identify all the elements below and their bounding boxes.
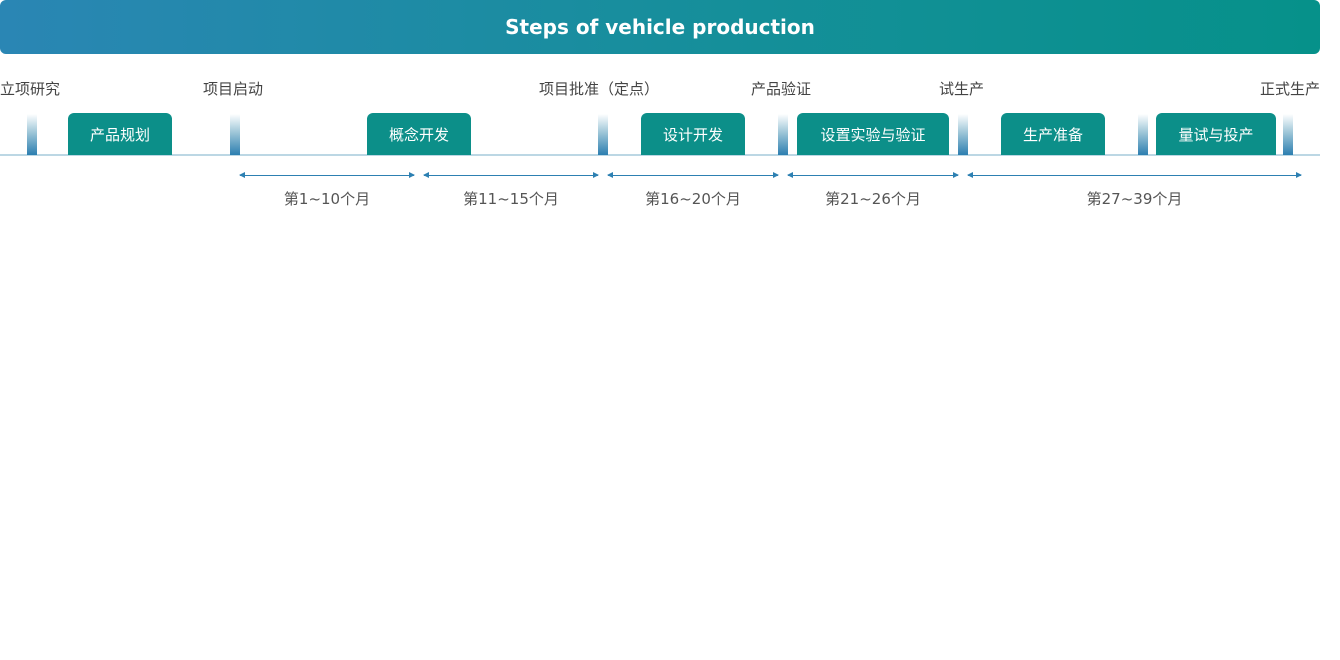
duration-label: 第11~15个月 [463,190,559,208]
milestone-label: 项目启动 [203,80,264,98]
duration-arrow [607,172,779,178]
duration-arrow [787,172,959,178]
milestone-label: 试生产 [939,80,985,98]
milestone-marker [27,114,37,155]
phase-box: 设计开发 [641,113,745,155]
duration-label: 第1~10个月 [283,190,371,208]
phase-box: 概念开发 [367,113,471,155]
milestone-label: 正式生产 [1259,80,1320,98]
milestone-marker [230,114,240,155]
milestone-label: 立项研究 [0,80,61,98]
phase-box: 设置实验与验证 [797,113,949,155]
phase-box: 量试与投产 [1156,113,1276,155]
title-banner: Steps of vehicle production [0,0,1320,54]
milestone-marker [598,114,608,155]
duration-arrow [423,172,599,178]
milestone-marker [778,114,788,155]
duration-arrow [239,172,415,178]
duration-arrow [967,172,1302,178]
milestone-marker [958,114,968,155]
page-title: Steps of vehicle production [505,15,815,39]
duration-label: 第16~20个月 [645,190,741,208]
milestone-marker [1283,114,1293,155]
duration-label: 第21~26个月 [825,190,921,208]
duration-label: 第27~39个月 [1086,190,1183,208]
phase-box: 产品规划 [68,113,172,155]
milestone-marker [1138,114,1148,155]
phase-box: 生产准备 [1001,113,1105,155]
production-timeline: 立项研究 项目启动 项目批准（定点） 产品验证 试生产 正式生产产品规划 概念开发 设计开发 设… [0,60,1340,220]
milestone-label: 产品验证 [751,80,812,98]
timeline-baseline [0,154,1320,156]
milestone-label: 项目批准（定点） [539,80,660,98]
